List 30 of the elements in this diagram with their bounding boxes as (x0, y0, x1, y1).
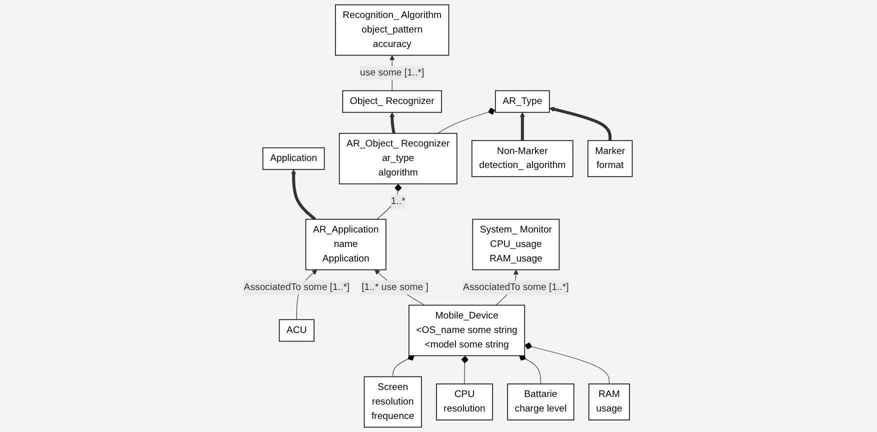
arrow (390, 112, 396, 134)
node-box: Screen resolution frequence (364, 376, 422, 428)
node-box: ACU (279, 319, 315, 342)
node-box: Recognition_ Algorithm object_pattern accuracy (336, 4, 450, 56)
connector (462, 355, 470, 384)
node-box: AR_Object_ Recognizer ar_type algorithm (339, 132, 458, 184)
edge-label: 1..* (391, 196, 406, 206)
connector (524, 342, 610, 384)
node-box: CPU resolution (436, 383, 494, 420)
node-box: Marker format (588, 140, 634, 178)
edge-label: [1..* use some ] (362, 282, 429, 292)
node-box: AR_Application name Application (306, 218, 387, 270)
edge-label: use some [1..*] (360, 68, 425, 78)
edge-label: AssociatedTo some [1..*] (244, 282, 350, 292)
node-box: RAM usage (588, 383, 630, 420)
connector (519, 354, 542, 384)
node-box: Non-Marker detection_ algorithm (472, 140, 574, 178)
connector (393, 354, 416, 377)
arrow (520, 112, 526, 141)
arrow (291, 169, 317, 220)
edge-label: AssociatedTo some [1..*] (464, 282, 570, 292)
connector (438, 108, 496, 134)
node-box: AR_Type (495, 90, 550, 113)
connector (376, 184, 402, 220)
node-box: Battarie charge level (508, 383, 575, 420)
arrow (550, 106, 612, 141)
node-box: Application (262, 147, 326, 170)
node-box: System_ Monitor CPU_usage RAM_usage (472, 218, 560, 270)
node-box: Object_ Recognizer (342, 90, 442, 113)
node-box: Mobile_Device <OS_name some string <model some string (408, 304, 526, 356)
